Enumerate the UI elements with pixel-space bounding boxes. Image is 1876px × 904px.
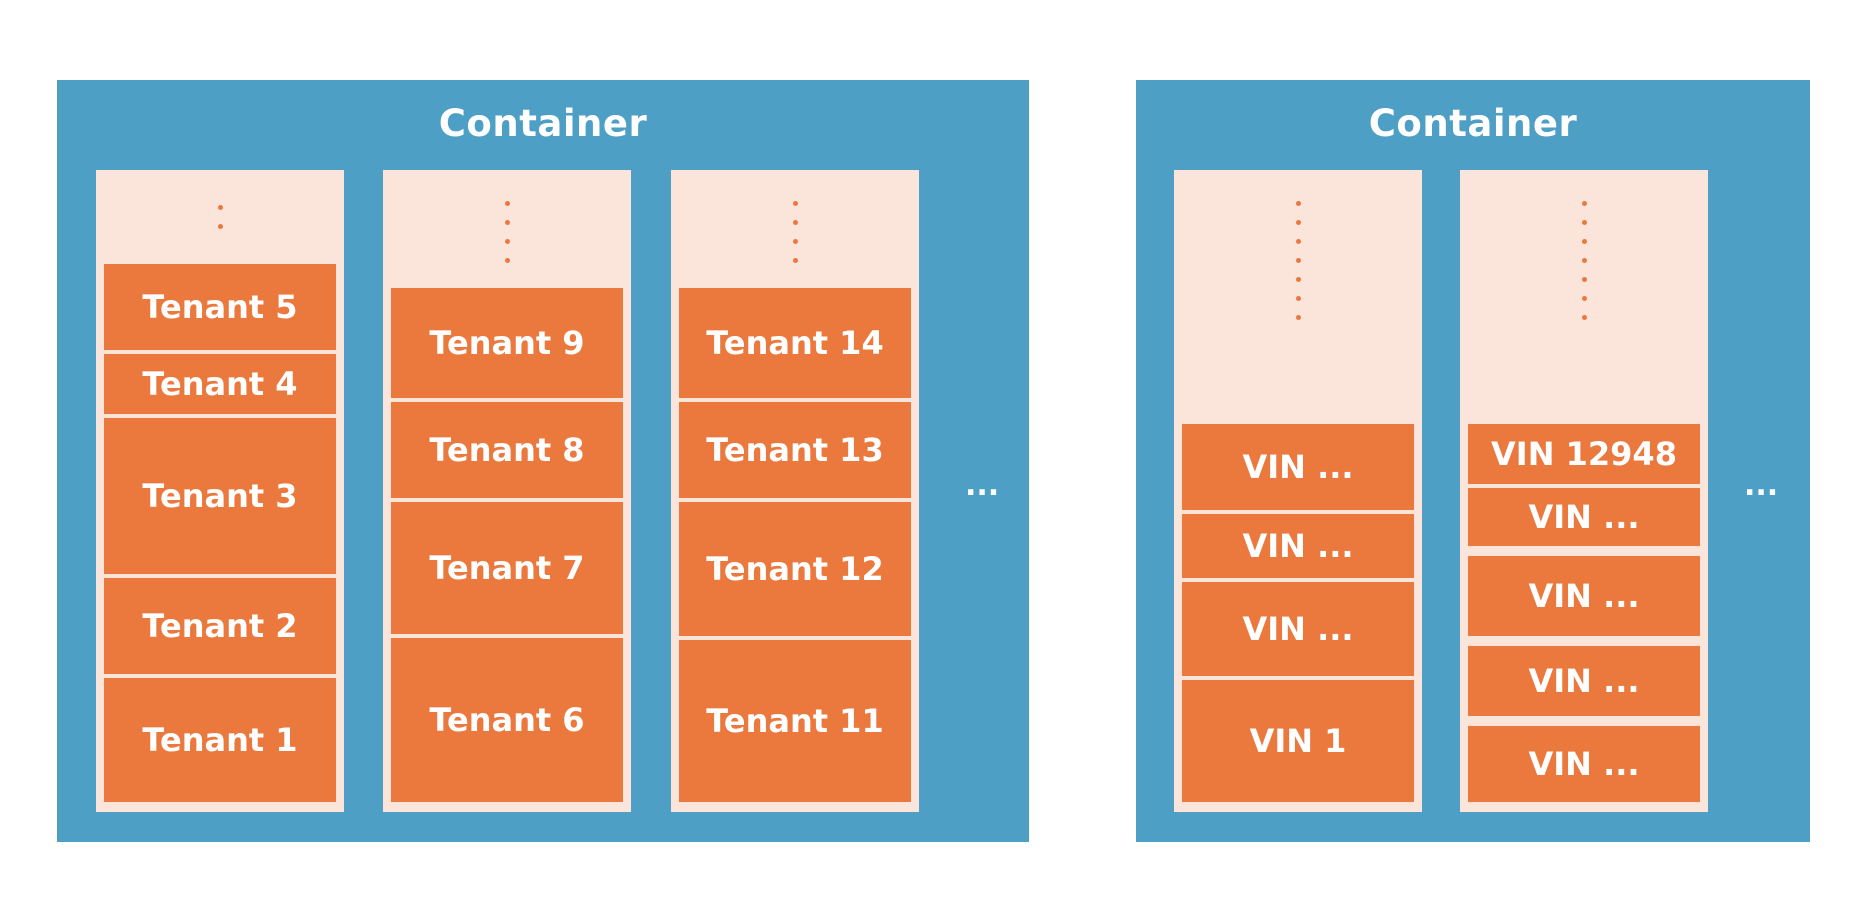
vin-block: VIN ... [1182,514,1414,578]
left-container: Container Tenant 5 Tenant 4 Tenant 3 Ten… [57,80,1029,842]
tenant-column-3: Tenant 14 Tenant 13 Tenant 12 Tenant 11 [671,170,919,812]
right-container: Container VIN ... VIN ... VIN ... VIN 1 … [1136,80,1810,842]
tenant-block: Tenant 4 [104,354,336,414]
ellipsis-icon [96,198,344,236]
container-title: Container [1368,102,1578,145]
more-columns-ellipsis: ... [1744,468,1779,503]
vin-block: VIN ... [1468,646,1700,716]
more-columns-ellipsis: ... [965,468,1000,503]
tenant-block: Tenant 9 [391,288,623,398]
vin-block: VIN ... [1182,424,1414,510]
ellipsis-icon [383,194,631,270]
vin-column-2: VIN 12948 VIN ... VIN ... VIN ... VIN ..… [1460,170,1708,812]
tenant-block: Tenant 14 [679,288,911,398]
ellipsis-icon [671,194,919,270]
tenant-block: Tenant 5 [104,264,336,350]
tenant-block: Tenant 11 [679,640,911,802]
tenant-block: Tenant 7 [391,502,623,634]
tenant-block: Tenant 3 [104,418,336,574]
vin-block: VIN ... [1468,726,1700,802]
tenant-block: Tenant 1 [104,678,336,802]
vin-block: VIN 1 [1182,680,1414,802]
container-title: Container [438,102,648,145]
vin-block: VIN ... [1182,582,1414,676]
tenant-block: Tenant 8 [391,402,623,498]
ellipsis-icon [1460,194,1708,327]
vin-block: VIN ... [1468,556,1700,636]
tenant-block: Tenant 13 [679,402,911,498]
tenant-block: Tenant 6 [391,638,623,802]
vin-column-1: VIN ... VIN ... VIN ... VIN 1 [1174,170,1422,812]
tenant-column-1: Tenant 5 Tenant 4 Tenant 3 Tenant 2 Tena… [96,170,344,812]
vin-block: VIN 12948 [1468,424,1700,484]
tenant-block: Tenant 2 [104,578,336,674]
tenant-column-2: Tenant 9 Tenant 8 Tenant 7 Tenant 6 [383,170,631,812]
vin-block: VIN ... [1468,488,1700,546]
tenant-block: Tenant 12 [679,502,911,636]
ellipsis-icon [1174,194,1422,327]
